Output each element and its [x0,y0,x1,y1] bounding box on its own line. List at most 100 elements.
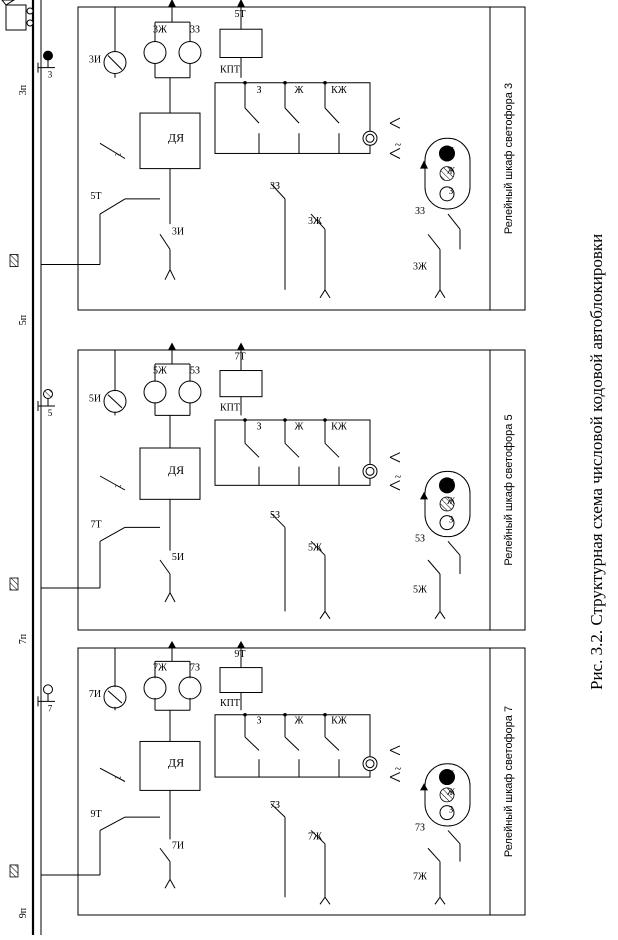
kpt-contact [324,736,340,751]
relay-zh-label: 5Ж [153,365,167,376]
cabinet-frame [77,647,526,916]
relay-z-label: 7З [190,662,200,673]
chain-z-label: 7З [270,800,280,811]
arrow-in-icon [164,268,176,280]
relay-z-label: 5З [190,365,200,376]
track-relay-label: 7И [89,689,101,700]
lamp-label: Ж [447,787,456,797]
track-section-label: 5п [18,314,29,325]
lamp-z-label: 5З [415,533,425,544]
kpt-contact-label: КЖ [331,716,347,727]
transmitter-relay-box [219,28,263,58]
signal-number: 3 [48,70,53,80]
kpt-contact [284,736,300,751]
arrow-in-icon [319,610,331,620]
arrow-in-icon [434,896,446,905]
kpt-contact [324,442,340,458]
kpt-contact-label: КЖ [331,421,347,432]
arrow-up-icon [420,160,428,169]
transmitter-relay-box [219,667,263,693]
cabinet-frame [77,349,526,631]
chain-z-label: 5З [270,510,280,521]
insulating-joint-icon [9,864,19,878]
transmitter-contact [99,526,126,542]
arrow-in-icon [319,288,331,299]
relay-zh-label: 7Ж [153,662,167,673]
arrow-in-icon [434,610,446,620]
kpt-contact [244,736,260,751]
transmitter-relay-label: 5Т [234,9,245,20]
cabinet-title: Релейный шкаф светофора 5 [503,414,515,565]
ac-symbol: ~ [395,762,402,776]
signal-number: 5 [48,408,53,418]
lamp-label: З [449,515,454,525]
arrow-up-icon [237,0,245,7]
relay-z-icon [178,380,202,404]
fork-icon [389,117,401,129]
i-contact [159,233,171,250]
relay-z-icon [178,40,202,64]
transmitter-contact [99,816,126,831]
arrow-up-icon [237,342,245,350]
kpt-contact-frame [214,82,371,154]
coil-inner-icon [365,133,375,143]
kpt-contact-label: Ж [295,421,304,432]
arrow-up-icon [168,640,176,648]
lamp-contact-zh [427,233,441,250]
kpt-label: КПТ [220,403,240,414]
track-section-label: 9п [18,907,29,918]
dya-label: ДЯ [168,130,184,144]
junction-dot [323,80,327,85]
fork-icon [389,772,401,782]
dya-label: ДЯ [168,755,184,769]
arrow-in-icon [164,591,176,603]
i-contact [159,847,171,862]
relay-slash [107,55,123,70]
train-icon [0,0,34,31]
junction-dot [323,712,327,717]
transmitter-contact-label: 7Т [90,519,101,530]
chain-zh-label: 3Ж [308,216,322,227]
transmitter-relay-label: 9Т [234,649,245,660]
lamp-contact-z [447,830,461,845]
kpt-contact-label: КЖ [331,85,347,96]
red-lamp-icon [439,145,455,162]
green-lamp-icon [439,515,455,531]
yellow-lamp-icon [439,166,455,182]
i-contact [159,559,171,575]
insulating-joint-icon [9,254,19,267]
green-lamp-icon [439,805,455,821]
lamp-label: Ж [447,496,456,506]
junction-dot [323,418,327,422]
lamp-z-label: 7З [415,822,425,833]
kpt-contact-label: З [256,716,261,727]
lamp-zh-label: 7Ж [413,871,427,882]
junction-dot [283,418,287,422]
track-section-label: 3п [18,84,29,95]
arrow-up-icon [168,0,176,7]
lamp-label: К [448,477,455,487]
red-lamp-icon [439,769,455,786]
kpt-contact [284,107,300,124]
kpt-contact [324,107,340,124]
chain-contact-z [270,803,286,818]
figure-caption: Рис. 3.2. Структурная схема числовой код… [587,234,606,690]
green-lamp-icon [439,186,455,202]
relay-slash [107,690,123,704]
kpt-contact-frame [214,714,371,778]
transmitter-contact [99,198,126,215]
coil-inner-icon [365,466,375,476]
arrow-in-icon [319,896,331,905]
kpt-contact-label: Ж [295,85,304,96]
lamp-contact-z [447,541,461,556]
ac-contact [99,475,126,491]
relay-zh-icon [143,380,167,404]
chain-contact-zh [310,830,326,845]
chain-z-label: 3З [270,181,280,192]
lamp-label: З [449,805,454,815]
lamp-contact-z [447,213,461,230]
lamp-zh-label: 5Ж [413,585,427,596]
